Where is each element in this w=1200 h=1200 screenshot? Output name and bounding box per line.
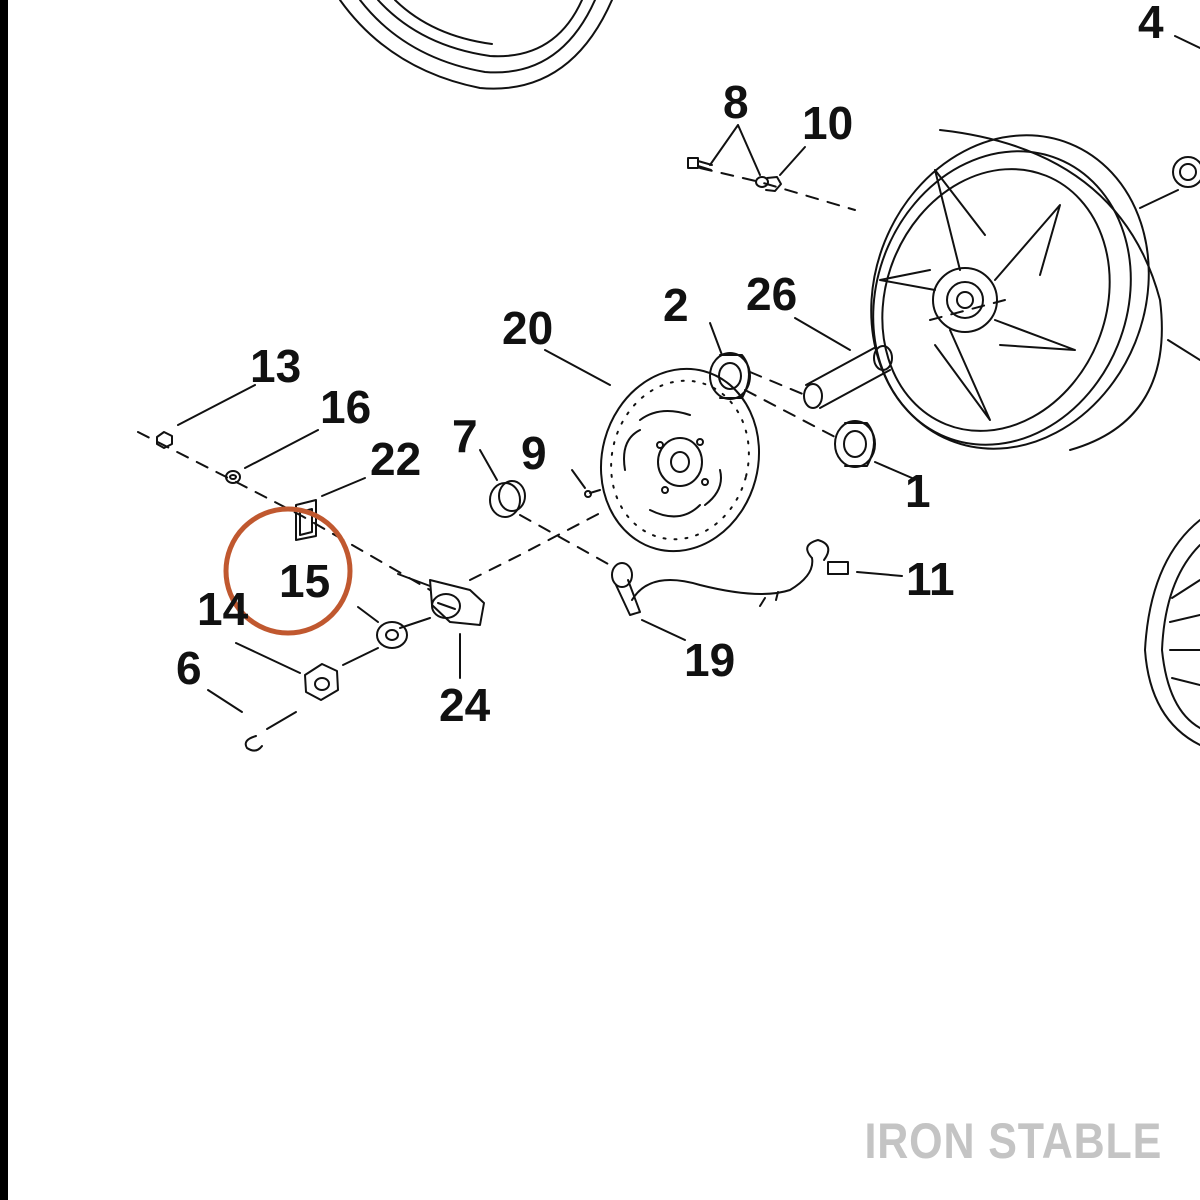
callout-14: 14 xyxy=(197,583,249,635)
abs-sensor xyxy=(611,539,849,616)
highlight-circle xyxy=(223,506,353,636)
rear-wheel xyxy=(870,35,1200,451)
watermark-text: IRON STABLE xyxy=(864,1113,1162,1169)
callout-1: 1 xyxy=(905,465,931,517)
callout-10: 10 xyxy=(802,97,853,149)
callout-11: 11 xyxy=(906,553,955,605)
callout-20: 20 xyxy=(502,302,553,354)
callout-24: 24 xyxy=(439,679,491,731)
left-border xyxy=(0,0,8,1200)
assembly-lines xyxy=(137,167,1006,591)
callout-13: 13 xyxy=(250,340,301,392)
leader-lines xyxy=(177,124,913,730)
callout-8: 8 xyxy=(723,76,749,128)
callout-19: 19 xyxy=(684,634,735,686)
callout-26: 26 xyxy=(746,268,797,320)
callout-6: 6 xyxy=(176,642,202,694)
brake-disc xyxy=(584,367,761,553)
tire-top-fragment xyxy=(339,0,613,90)
callout-7: 7 xyxy=(452,410,478,462)
axle-bolt-and-nut xyxy=(687,157,782,192)
callout-16: 16 xyxy=(320,381,371,433)
bearings xyxy=(489,345,893,518)
callout-15: 15 xyxy=(279,555,330,607)
callout-22: 22 xyxy=(370,433,421,485)
callout-4: 4 xyxy=(1138,0,1164,48)
callout-labels: 1 2 4 6 7 8 9 10 11 13 14 15 16 19 20 22… xyxy=(176,0,1164,731)
sprocket-fragment xyxy=(1144,519,1200,746)
callout-9: 9 xyxy=(521,427,547,479)
callout-2: 2 xyxy=(663,279,689,331)
